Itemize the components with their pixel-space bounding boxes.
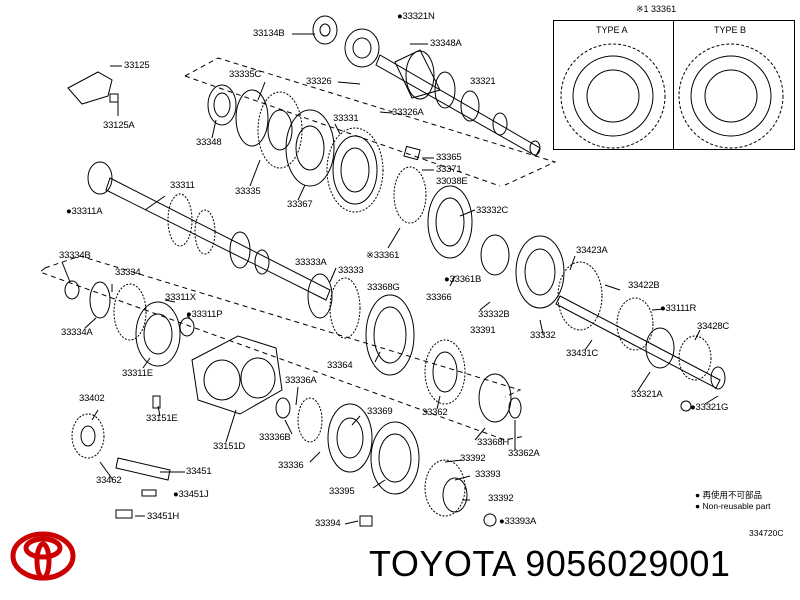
legend: ● 再使用不可部品 ● Non-reusable part [695,490,771,512]
part-label: 33392 [460,453,486,464]
part-label: 33311E [122,368,153,379]
part-label: 33422B [628,280,660,291]
part-label: 33369 [367,406,393,417]
part-label: 33348A [430,38,462,49]
part-label: ●33321G [690,402,729,413]
part-label: 33335C [229,69,262,80]
part-label: 33365 [436,152,462,163]
bracket-part [67,71,113,105]
toyota-logo-icon [10,531,76,581]
part-label: 33151D [213,441,246,452]
part-label: 33423A [576,245,608,256]
part-label: ●33311P [186,309,223,320]
type-b-label: TYPE B [714,25,747,35]
part-label: 33335 [235,186,261,197]
part-label: ●33311A [66,206,103,217]
type-box-header: ※1 33361 [636,4,677,14]
part-label: 33395 [329,486,355,497]
part-label: 33311X [165,292,196,303]
part-label: ※33361 [366,250,400,261]
part-label: 33134B [253,28,285,39]
part-label: 33333A [295,257,327,268]
part-label: 33394 [315,518,341,529]
part-label: ●33321N [397,11,435,22]
part-label: 33431C [566,348,599,359]
legend-en: ● Non-reusable part [695,501,771,511]
part-label: 33332B [478,309,510,320]
part-label: 33326 [306,76,332,87]
legend-jp: ● 再使用不可部品 [695,490,762,500]
part-label: 33332C [476,205,509,216]
type-a-hub [560,43,666,149]
type-b-hub [678,43,784,149]
part-label: 33462 [96,475,122,486]
part-label: ●33111R [660,303,697,314]
part-label: 33366 [426,292,452,303]
part-label: 33392 [488,493,514,504]
part-label: 33125A [103,120,135,131]
upper-assembly-outline [184,57,557,186]
part-label: 33331 [333,113,359,124]
part-label: ●33451J [173,489,209,500]
bearing-retainer-plate [191,335,283,415]
part-label: 33151E [146,413,178,424]
part-label: 33367 [287,199,313,210]
part-label: 33364 [327,360,353,371]
part-label: 33428C [697,321,730,332]
part-label: 33334B [59,250,91,261]
part-label: 33336A [285,375,317,386]
part-label: 33334 [115,267,141,278]
part-label: 33321 [470,76,496,87]
part-label: ●33393A [499,516,537,527]
part-label: 33125 [124,60,150,71]
part-label: 33451 [186,466,212,477]
type-a-label: TYPE A [596,25,628,35]
part-label: 33311 [170,180,195,191]
part-label: 33336B [259,432,291,443]
part-label: 33371 [436,164,462,175]
part-label: 33321A [631,389,663,400]
part-label: 33368G [367,282,400,293]
part-label: 33368H [477,437,510,448]
part-label: 33334A [61,327,93,338]
snap-ring-part [312,15,338,45]
part-label: 33362A [508,448,540,459]
part-label: ●33361B [444,274,482,285]
part-label: 33391 [470,325,496,336]
part-label: 33362 [422,407,448,418]
part-label: 33038E [436,176,468,187]
brand-part-number: TOYOTA 9056029001 [369,543,731,584]
part-label: 33332 [530,330,556,341]
part-label: 33393 [475,469,501,480]
type-box: TYPE A TYPE B [553,20,795,150]
part-label: 33333 [338,265,364,276]
part-label: 33326A [392,107,424,118]
part-label: 33336 [278,460,304,471]
part-label: 33348 [196,137,222,148]
part-label: 33451H [147,511,180,522]
part-label: 33402 [79,393,105,404]
drawing-code: 334720C [749,528,784,538]
